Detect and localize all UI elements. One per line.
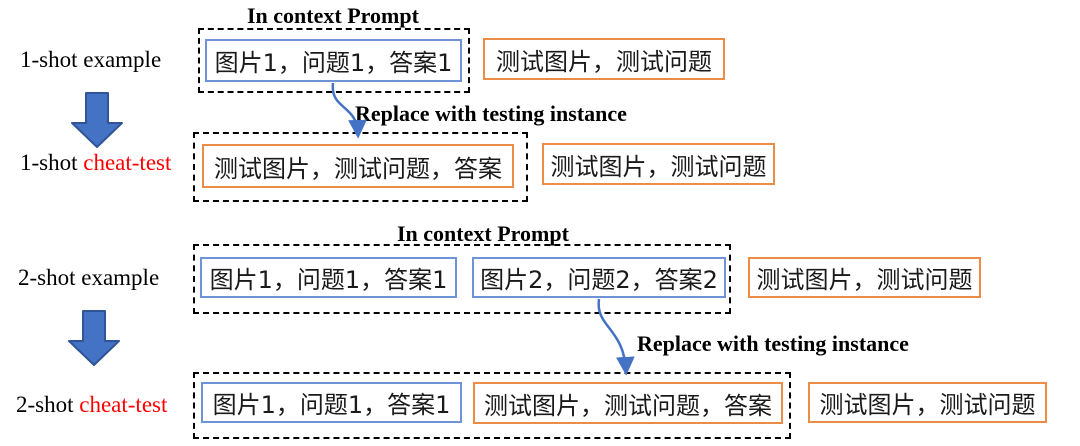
test-query-box-2shot-cheat: 测试图片，测试问题 <box>808 382 1047 423</box>
label-2shot-example: 2-shot example <box>18 265 160 290</box>
label-2shot-cheat-test: 2-shot cheat-test <box>16 392 167 418</box>
label-2shot-cheat-prefix: 2-shot <box>16 392 80 417</box>
in-context-prompt-title-1: In context Prompt <box>247 3 419 28</box>
down-block-arrow-2 <box>68 310 120 366</box>
label-1shot-cheat-test: 1-shot cheat-test <box>20 150 171 176</box>
cheat-prompt-group-2 <box>193 372 791 439</box>
example-box-1shot: 图片1，问题1，答案1 <box>205 39 462 82</box>
example-box-2shot-cheat: 图片1，问题1，答案1 <box>201 382 462 423</box>
label-cheat-test-red-2: cheat-test <box>79 392 168 417</box>
example-box-2shot-2: 图片2，问题2，答案2 <box>472 257 726 298</box>
in-context-prompt-group-2 <box>193 244 731 314</box>
label-1shot-cheat-prefix: 1-shot <box>20 150 84 175</box>
test-query-box-2shot: 测试图片，测试问题 <box>748 257 981 298</box>
example-box-2shot-1: 图片1，问题1，答案1 <box>200 257 457 298</box>
label-1shot-example: 1-shot example <box>20 47 162 72</box>
replace-with-testing-instance-label-1: Replace with testing instance <box>355 101 627 126</box>
down-block-arrow-1 <box>71 92 123 148</box>
replace-with-testing-instance-label-2: Replace with testing instance <box>637 331 909 356</box>
cheat-box-1shot: 测试图片，测试问题，答案 <box>202 144 514 188</box>
cheat-box-2shot: 测试图片，测试问题，答案 <box>473 382 783 424</box>
test-query-box-1shot: 测试图片，测试问题 <box>483 38 725 80</box>
test-query-box-1shot-cheat: 测试图片，测试问题 <box>542 143 775 185</box>
label-cheat-test-red: cheat-test <box>83 150 172 175</box>
in-context-prompt-title-2: In context Prompt <box>397 221 569 246</box>
